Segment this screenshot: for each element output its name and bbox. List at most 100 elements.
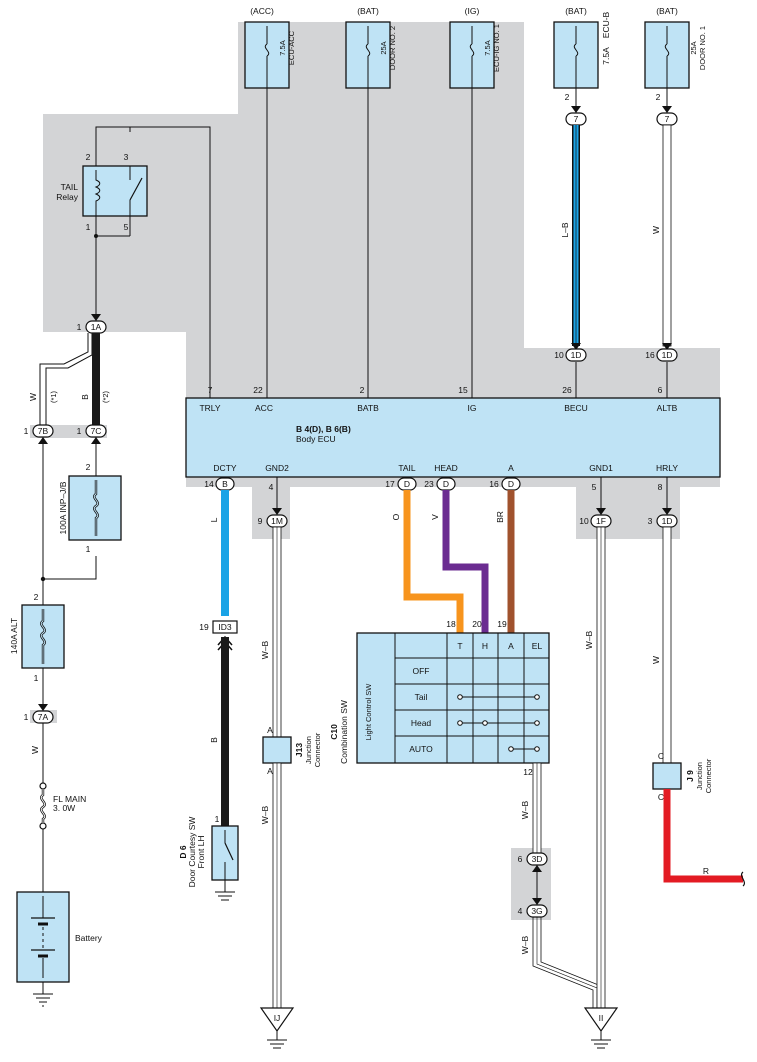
fuse-pin: 2 <box>565 92 570 102</box>
connector-pin: 9 <box>258 516 263 526</box>
wire-note: (*1) <box>49 390 58 403</box>
switch-row-label: AUTO <box>409 744 433 754</box>
wire-lb: L–B <box>560 125 580 346</box>
ecu-pin-name: TRLY <box>199 403 220 413</box>
switch-label: Door Courtesy SW <box>187 817 197 888</box>
wire-label: B <box>209 737 219 743</box>
connector-pin: C <box>658 792 664 802</box>
fuse-rating: 25A <box>689 41 698 54</box>
tail-wire-orange: O <box>391 490 464 633</box>
relay-pin: 3 <box>124 152 129 162</box>
fuse-pin: 2 <box>34 592 39 602</box>
gnd1-path: 1F 10 W–B <box>579 477 612 1009</box>
connector-1d-altb: 1D 16 <box>645 343 678 362</box>
connector-pin: 4 <box>269 482 274 492</box>
switch-column-label: EL <box>532 641 543 651</box>
wire-label: W <box>651 226 661 234</box>
ecu-pin-number: 26 <box>562 385 572 395</box>
connector-label: 1D <box>662 516 673 526</box>
connector-pin: 8 <box>658 482 663 492</box>
connector-label: 7A <box>38 712 49 722</box>
ecu-pin-name: ACC <box>255 403 273 413</box>
connector-7-door1: 7 <box>656 106 678 126</box>
wire-label: W–B <box>260 640 270 659</box>
connector-1d-becu: 1D 10 <box>554 343 587 362</box>
wire-label: R <box>703 866 709 876</box>
fuse-pin: 2 <box>656 92 661 102</box>
top-wires <box>95 88 668 398</box>
connector-label: D <box>404 479 410 489</box>
switch-row-label: Tail <box>415 692 428 702</box>
relay-label: TAIL <box>61 182 79 192</box>
connector-7b: 7B 1 <box>24 424 54 444</box>
fuse-pin: 2 <box>86 462 91 472</box>
switch-row-label: Head <box>411 718 432 728</box>
connector-pin: 6 <box>518 854 523 864</box>
fuse-alt: 2 1 140A ALT <box>9 592 65 683</box>
connector-label: 7B <box>38 426 49 436</box>
junction-dot <box>40 576 46 582</box>
fuse-name: ECU-IG NO. 1 <box>492 24 501 72</box>
connector-label: 3G <box>531 906 542 916</box>
connector-pin: 10 <box>579 516 589 526</box>
connector-label: ID3 <box>218 622 232 632</box>
wire-note: (*2) <box>101 390 110 403</box>
connector-pin: 4 <box>518 906 523 916</box>
ecu-pin-name: A <box>508 463 514 473</box>
relay-pin: 2 <box>86 152 91 162</box>
ecu-pin-name: ALTB <box>657 403 678 413</box>
connector-pin: 10 <box>554 350 564 360</box>
wire-label: W–B <box>260 805 270 824</box>
fl-main-rating: 3. 0W <box>53 803 75 813</box>
switch-pin: 18 <box>446 619 456 629</box>
connector-pin: A <box>267 725 273 735</box>
wire-label: W–B <box>520 800 530 819</box>
wire-label: L–B <box>560 222 570 237</box>
fuse-door-no-1: (BAT) 25A DOOR NO. 1 2 <box>644 6 707 102</box>
a-wire-brown: BR <box>495 490 515 633</box>
wire-label: W <box>30 746 40 754</box>
ecu-pin-name: HEAD <box>434 463 458 473</box>
dcty-path: L ID3 19 B <box>199 490 238 826</box>
wire-label: BR <box>495 511 505 523</box>
j9-label: Connector <box>704 758 713 793</box>
switch-code: D 6 <box>178 845 188 859</box>
wire-label: O <box>391 513 401 520</box>
fl-main-label: FL MAIN <box>53 794 86 804</box>
relay-pin: 5 <box>124 222 129 232</box>
fuse-source-label: (BAT) <box>357 6 379 16</box>
connector-pin: 19 <box>199 622 209 632</box>
left-wires: W (*1) B (*2) <box>28 333 110 425</box>
ecu-title: B 4(D), B 6(B) <box>296 424 351 434</box>
fuse-rating: 7.5A <box>483 40 492 55</box>
hrly-path: 1D 3 W C C J 9 Junction Connector R <box>648 477 746 887</box>
connector-7a: 7A 1 W <box>24 704 54 754</box>
door-courtesy-switch: 1 D 6 Door Courtesy SW Front LH <box>178 814 239 901</box>
connector-label: 3D <box>532 854 543 864</box>
fuse-source-label: (BAT) <box>565 6 587 16</box>
ecu-bottom-connectors: B 14 4 D 17 D 23 D 16 5 8 <box>204 477 663 492</box>
fuse-name: 140A ALT <box>9 618 19 654</box>
fl-main-link: FL MAIN 3. 0W <box>39 782 86 830</box>
connector-7-ecub: 7 <box>565 106 587 126</box>
wire-label: B <box>80 394 90 400</box>
switch-label: Front LH <box>196 835 206 868</box>
connector-label: 7 <box>574 114 579 124</box>
wire-label: W <box>651 656 661 664</box>
connector-label: 1D <box>662 350 673 360</box>
j13-label: Junction <box>304 736 313 764</box>
switch-pin: 12 <box>523 767 533 777</box>
ground-ii: II <box>583 1007 619 1049</box>
connector-label: 7 <box>665 114 670 124</box>
connector-pin: 3 <box>648 516 653 526</box>
wire-label: V <box>430 514 440 520</box>
wire-label: W–B <box>584 630 594 649</box>
fuse-pin: 1 <box>86 544 91 554</box>
fuse-ecu-ig-no-1: (IG) 7.5A ECU-IG NO. 1 <box>449 6 501 89</box>
ecu-pin-number: 2 <box>360 385 365 395</box>
fuse-pin: 1 <box>34 673 39 683</box>
body-ecu: B 4(D), B 6(B) Body ECU 7 TRLY 22 ACC 2 … <box>185 385 721 478</box>
switch-column-label: H <box>482 641 488 651</box>
ecu-subtitle: Body ECU <box>296 434 336 444</box>
